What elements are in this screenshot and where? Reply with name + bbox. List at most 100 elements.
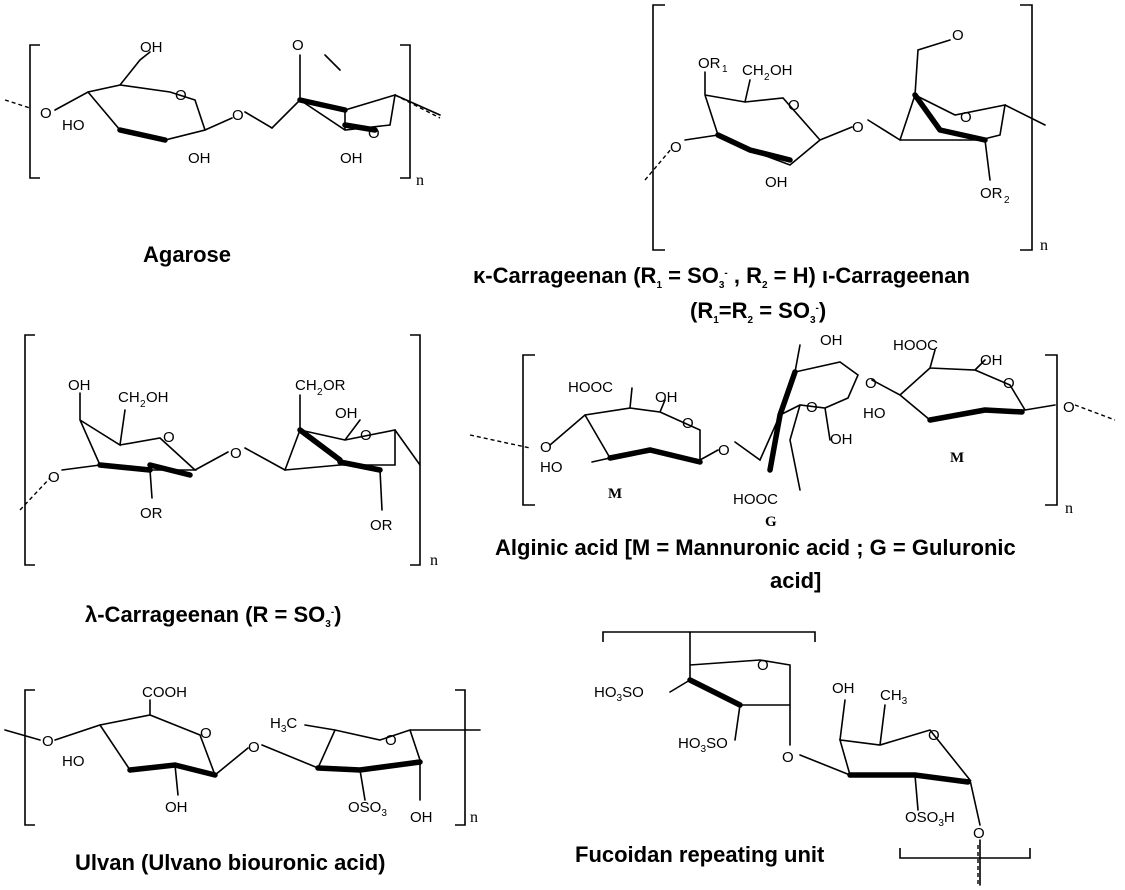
kappa-iota-carrageenan-structure: OR 1 CH 2 OH O O O OH O O OR 2 n κ-Carra… — [473, 4, 1048, 326]
kappa-ch2oh: CH — [742, 62, 764, 79]
lambda-carrageenan-structure: OH CH 2 OH CH 2 OR OH O O O O OR OR n λ-… — [19, 334, 438, 630]
kappa-n: n — [1040, 237, 1048, 254]
alginic-oh-2: OH — [980, 352, 1003, 369]
alginic-ho-1: HO — [540, 459, 563, 476]
lambda-ch2oh-end: OH — [146, 389, 169, 406]
bracket-right — [1020, 4, 1033, 251]
kappa-oh: OH — [765, 174, 788, 191]
fucoidan-structure: HO3SO O HO3SO O OH CH3 O OSO3H O Fucoida… — [575, 631, 1031, 886]
ulvan-o-ring1: O — [200, 725, 212, 742]
agarose-n: n — [416, 172, 424, 189]
kappa-or1: OR — [698, 55, 721, 72]
agarose-ho: HO — [62, 117, 85, 134]
ulvan-structure: COOH O O HO OH O H3C O OSO3 OH n Ulvan (… — [4, 684, 481, 875]
alginic-o-end: O — [540, 439, 552, 456]
fucoidan-o-ring1: O — [757, 657, 769, 674]
alginic-o-ring2: O — [1003, 375, 1015, 392]
bracket-left — [652, 4, 665, 251]
bracket-right — [410, 334, 421, 566]
lambda-n: n — [430, 552, 438, 569]
bracket-left — [24, 689, 35, 826]
alginic-hooc-g: HOOC — [733, 491, 778, 508]
alginic-g: G — [765, 514, 777, 530]
ulvan-ho: HO — [62, 753, 85, 770]
fucoidan-oso3h: OSO3H — [905, 809, 955, 829]
ulvan-o-link: O — [248, 739, 260, 756]
lambda-or-2: OR — [370, 517, 393, 534]
kappa-caption-line2: (R1=R2 = SO3-) — [690, 298, 826, 326]
alginic-oh-1: OH — [655, 389, 678, 406]
alginic-caption-line2: acid] — [770, 568, 821, 593]
kappa-o-end: O — [670, 139, 682, 156]
bracket-left — [24, 334, 35, 566]
alginic-o-link1: O — [718, 442, 730, 459]
alginic-acid-structure: HOOC OH O O HO M O OH O OH HOOC G O HOOC… — [469, 332, 1116, 593]
agarose-caption: Agarose — [143, 242, 231, 267]
kappa-ch2oh-sub: 2 — [764, 72, 770, 83]
kappa-o-top: O — [952, 27, 964, 44]
bracket-top — [602, 631, 816, 642]
ulvan-cooh: COOH — [142, 684, 187, 701]
alginic-hooc-2: HOOC — [893, 337, 938, 354]
kappa-r2: 2 — [1004, 195, 1010, 206]
agarose-oh-3: OH — [340, 150, 363, 167]
lambda-ch2oh: CH — [118, 389, 140, 406]
agarose-o-end: O — [40, 105, 52, 122]
kappa-ch2oh-end: OH — [770, 62, 793, 79]
kappa-o-right: O — [960, 109, 972, 126]
fucoidan-ho3so-1: HO3SO — [594, 684, 644, 704]
bracket-right — [400, 44, 411, 179]
ulvan-oh: OH — [165, 799, 188, 816]
alginic-hooc-1: HOOC — [568, 379, 613, 396]
bracket-left — [522, 354, 535, 506]
kappa-or2: OR — [980, 185, 1003, 202]
kappa-o-link: O — [852, 119, 864, 136]
agarose-o-ring: O — [175, 87, 187, 104]
lambda-ch2oh-sub: 2 — [140, 399, 146, 410]
bracket-right — [1045, 354, 1058, 506]
ulvan-oso3: OSO3 — [348, 799, 387, 819]
lambda-or-1: OR — [140, 505, 163, 522]
bracket-bottom — [899, 848, 1031, 859]
alginic-o-link2: O — [865, 375, 877, 392]
lambda-o-end: O — [48, 469, 60, 486]
alginic-oh-g: OH — [830, 431, 853, 448]
lambda-o-link: O — [230, 445, 242, 462]
agarose-structure: OH O O HO OH O O OH O n Agarose — [4, 37, 441, 267]
fucoidan-o-ring2: O — [928, 727, 940, 744]
lambda-o-ring1: O — [163, 429, 175, 446]
fucoidan-caption: Fucoidan repeating unit — [575, 842, 825, 867]
agarose-oh-1: OH — [140, 39, 163, 56]
dashed-bond — [4, 99, 31, 109]
ulvan-o-end: O — [42, 733, 54, 750]
kappa-r1: 1 — [722, 64, 728, 75]
alginic-o-right: O — [1063, 399, 1075, 416]
alginic-ho-2: HO — [863, 405, 886, 422]
lambda-ch2or-end: OR — [323, 377, 346, 394]
lambda-caption: λ-Carrageenan (R = SO3-) — [85, 602, 341, 630]
lambda-oh-2: OH — [335, 405, 358, 422]
lambda-ch2or: CH — [295, 377, 317, 394]
lambda-ch2or-sub: 2 — [317, 387, 323, 398]
agarose-o-top: O — [292, 37, 304, 54]
fucoidan-oh: OH — [832, 680, 855, 697]
alginic-oh-top: OH — [820, 332, 843, 349]
lambda-oh-1: OH — [68, 377, 91, 394]
alginic-o-ring1: O — [682, 415, 694, 432]
fucoidan-o-bottom: O — [973, 825, 985, 842]
kappa-o-ring: O — [788, 97, 800, 114]
fucoidan-ch3: CH3 — [880, 687, 908, 707]
ulvan-caption: Ulvan (Ulvano biouronic acid) — [75, 850, 385, 875]
agarose-o-bridge: O — [368, 125, 380, 142]
alginic-m-2: M — [950, 450, 964, 466]
alginic-o-ring-g: O — [806, 399, 818, 416]
ulvan-h3c: H3C — [270, 715, 297, 735]
alginic-n: n — [1065, 500, 1073, 517]
fucoidan-ho3so-2: HO3SO — [678, 735, 728, 755]
ulvan-oh-2: OH — [410, 809, 433, 826]
agarose-o-link: O — [232, 107, 244, 124]
bracket-right — [455, 689, 466, 826]
fucoidan-o-link: O — [782, 749, 794, 766]
alginic-m-1: M — [608, 486, 622, 502]
